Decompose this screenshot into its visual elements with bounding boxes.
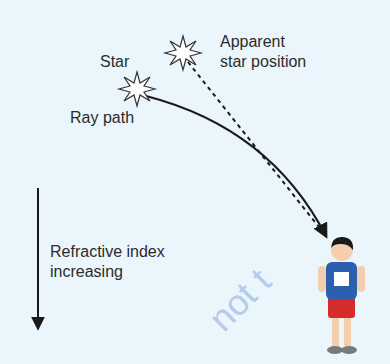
boy-figure	[318, 237, 365, 354]
star-symbol	[119, 72, 155, 106]
watermark: not t	[203, 263, 278, 338]
apparent-star-symbol	[165, 36, 201, 70]
label-text: Ray path	[70, 108, 160, 128]
label-text: Refractive index increasing	[50, 242, 175, 282]
label-text: Apparent star position	[220, 32, 311, 72]
gradient-arrow	[37, 188, 39, 328]
ray-path	[146, 96, 326, 236]
label-text: Star	[100, 52, 160, 72]
